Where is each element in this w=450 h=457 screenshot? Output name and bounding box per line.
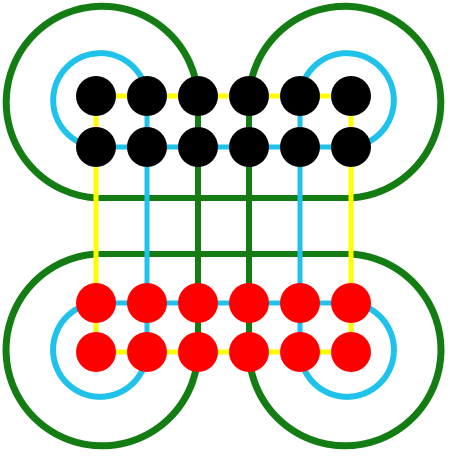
inner-loops	[50, 50, 397, 400]
black-piece[interactable]	[331, 76, 371, 116]
red-piece[interactable]	[127, 332, 167, 372]
red-piece[interactable]	[280, 283, 320, 323]
black-piece[interactable]	[178, 76, 218, 116]
outer-loops	[2, 2, 445, 450]
black-piece[interactable]	[280, 127, 320, 167]
red-piece[interactable]	[178, 283, 218, 323]
red-piece[interactable]	[127, 283, 167, 323]
inner-loop-bottom-left	[50, 300, 150, 400]
red-piece[interactable]	[229, 332, 269, 372]
red-piece[interactable]	[178, 332, 218, 372]
outer-loop-bottom-right	[245, 250, 445, 450]
black-piece[interactable]	[229, 76, 269, 116]
inner-loop-bottom-right	[297, 300, 397, 400]
red-piece[interactable]	[76, 283, 116, 323]
black-piece[interactable]	[331, 127, 371, 167]
pieces	[76, 76, 371, 372]
inner-loop-top-right	[297, 50, 397, 150]
inner-loop-top-left	[50, 50, 150, 150]
red-piece[interactable]	[76, 332, 116, 372]
red-piece[interactable]	[229, 283, 269, 323]
outer-loop-bottom-left	[2, 250, 202, 450]
outer-loop-top-left	[2, 2, 202, 202]
black-piece[interactable]	[76, 127, 116, 167]
red-piece[interactable]	[280, 332, 320, 372]
black-piece[interactable]	[127, 76, 167, 116]
red-piece[interactable]	[331, 332, 371, 372]
black-piece[interactable]	[127, 127, 167, 167]
black-piece[interactable]	[229, 127, 269, 167]
black-piece[interactable]	[76, 76, 116, 116]
black-piece[interactable]	[178, 127, 218, 167]
black-piece[interactable]	[280, 76, 320, 116]
outer-loop-top-right	[245, 2, 445, 202]
red-piece[interactable]	[331, 283, 371, 323]
